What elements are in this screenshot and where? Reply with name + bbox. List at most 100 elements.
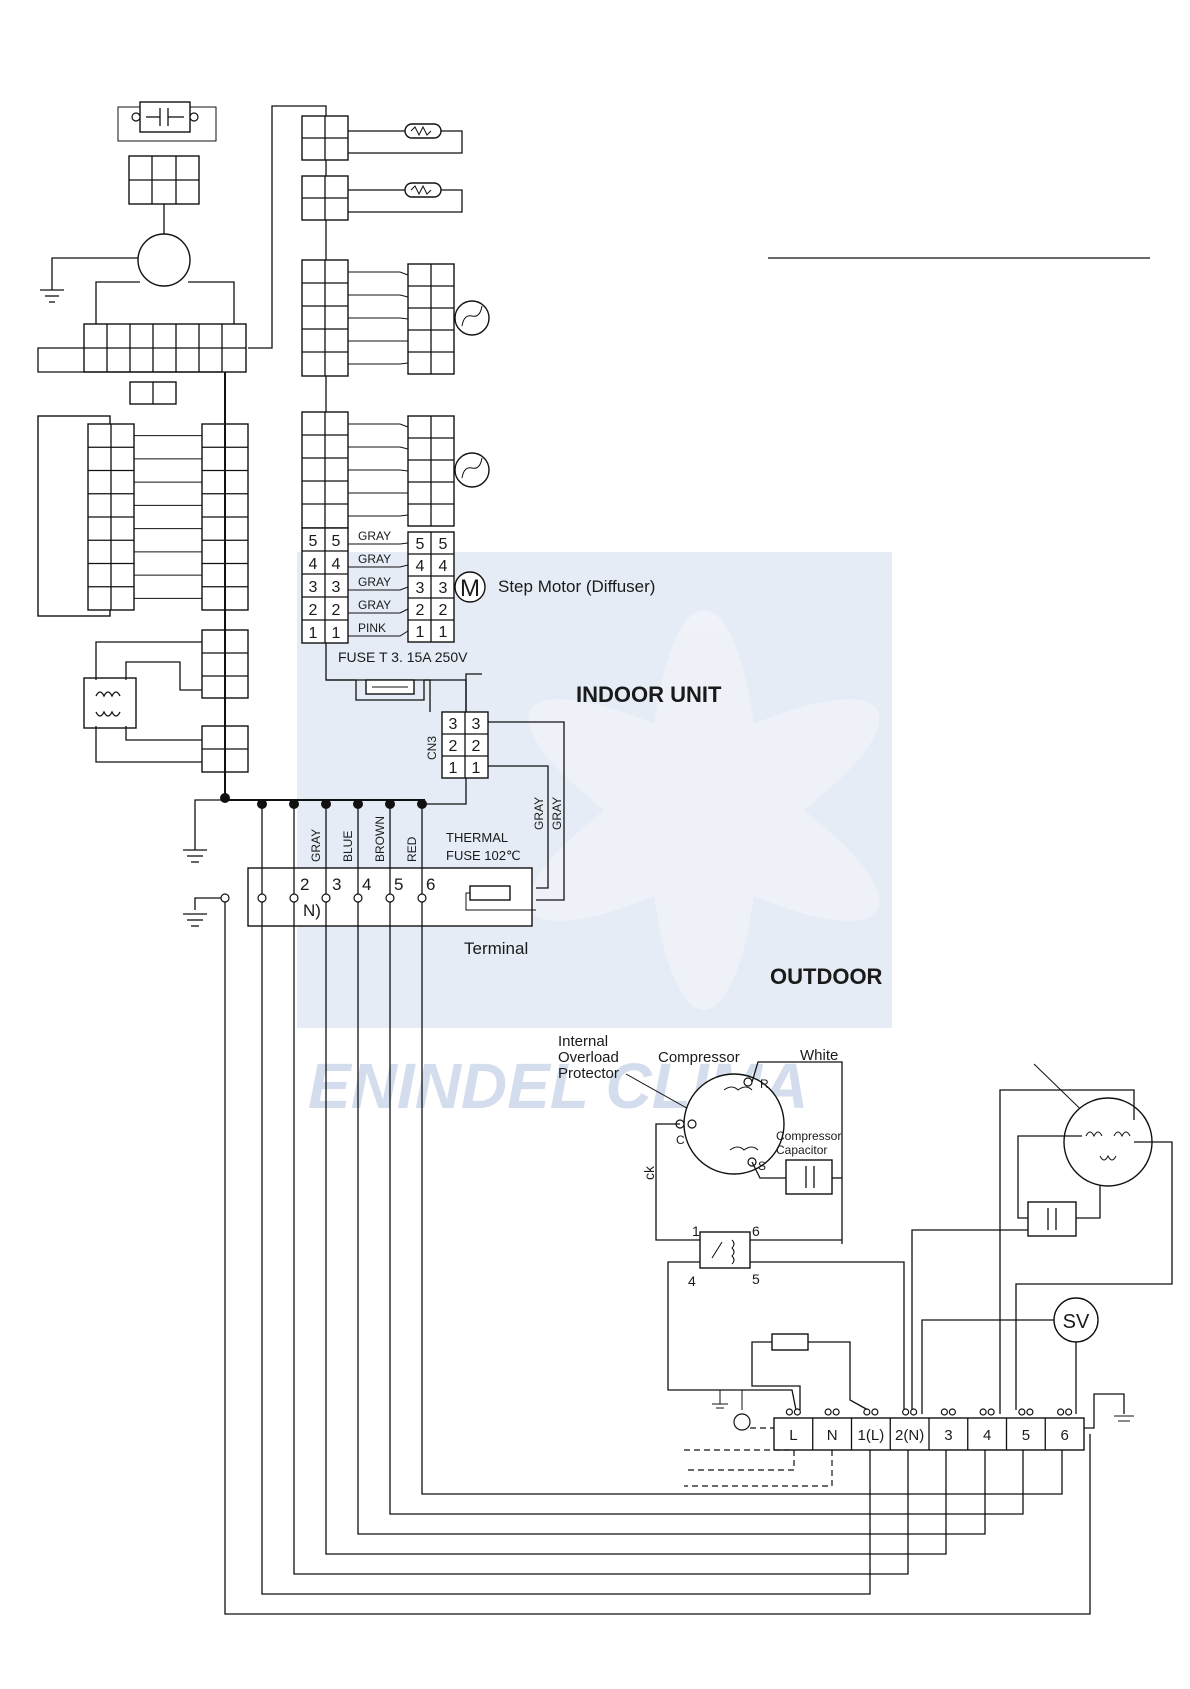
indoor-terminal-point [353,893,363,903]
cn3-label: CN3 [425,736,439,760]
relay-pin-6: 6 [752,1223,760,1239]
step-wire [348,586,409,591]
indoor-terminal-5: 5 [394,875,403,894]
outdoor-terminal-8: 6 [1060,1427,1068,1444]
transformer-icon [83,677,137,729]
wire-color-blue: BLUE [341,831,355,862]
thermal-fuse-icon [469,885,511,901]
outdoor-terminal-2: N [827,1427,838,1444]
outdoor-terminal-1: L [789,1427,797,1444]
step-pin-right-b-1: 1 [439,624,448,641]
white-wire-label: White [800,1047,838,1064]
overload-label-1: Internal [558,1033,608,1050]
solenoid-valve: SV [921,1297,1099,1414]
cn3-pin-b-2: 2 [472,738,481,755]
thermal-fuse-label-2: FUSE 102℃ [446,848,521,863]
step-wire-color: GRAY [358,575,391,589]
cn3-pin-a-1: 1 [449,760,458,777]
compressor-s: S [758,1159,766,1173]
step-pin-mid-3: 3 [332,579,341,596]
main-bus [183,105,482,863]
cn3-pin-a-2: 2 [449,738,458,755]
compressor-label: Compressor [658,1049,740,1066]
fuse-label: FUSE T 3. 15A 250V [338,649,468,665]
step-pin-left-5: 5 [309,533,318,550]
swing-motor-1-icon [454,300,490,336]
outdoor-terminal-6: 4 [983,1427,991,1444]
compressor: Internal Overload Protector Compressor W… [558,1033,843,1244]
step-pin-right-a-4: 4 [416,558,425,575]
step-pin-right-a-2: 2 [416,602,425,619]
step-pin-mid-4: 4 [332,556,341,573]
indoor-terminal-n: N) [303,901,321,920]
step-wire-color: GRAY [358,529,391,543]
outdoor-terminal-block: L N 1(L) 2(N) 3 4 5 6 [684,1389,1134,1487]
cn3-wire-color-1: GRAY [532,797,546,830]
step-wire [348,630,409,637]
outdoor-fuse-icon [771,1333,809,1351]
step-pin-right-b-2: 2 [439,602,448,619]
indoor-terminal-point [321,893,331,903]
outdoor-ground-icon [733,1413,751,1431]
step-wire-color: GRAY [358,598,391,612]
indoor-terminal-point [257,893,267,903]
compressor-capacitor [785,1159,833,1195]
swing-motor-2-icon [454,452,490,488]
indoor-terminal-block: 2 3 4 5 6 N) GRAY BLUE BROWN RED THERMAL… [183,804,536,958]
outdoor-terminal-3: 1(L) [858,1427,885,1444]
step-pin-left-1: 1 [309,625,318,642]
step-wire [348,608,409,614]
step-pin-mid-5: 5 [332,533,341,550]
step-pin-left-3: 3 [309,579,318,596]
wire-color-brown: BROWN [373,816,387,862]
ck-label: ck [641,1165,657,1180]
outdoor-fuse [751,1333,869,1411]
step-pin-left-2: 2 [309,602,318,619]
relay-pin-4: 4 [688,1273,696,1289]
step-motor-icon [454,571,486,603]
indoor-terminal-2: 2 [300,875,309,894]
overload-label-2: Overload [558,1049,619,1066]
step-motor-label: Step Motor (Diffuser) [498,577,655,596]
thermal-fuse-label-1: THERMAL [446,830,508,845]
display-board [37,415,249,773]
interconnect-wiring [224,902,1091,1615]
step-wire-color: PINK [358,621,386,635]
outdoor-terminal-5: 3 [944,1427,952,1444]
step-pin-mid-1: 1 [332,625,341,642]
fan-motor-assembly [37,101,247,405]
indoor-terminal-point [385,893,395,903]
step-pin-right-a-3: 3 [416,580,425,597]
relay-icon [699,1231,751,1269]
compressor-c: C [676,1133,685,1147]
cn3-pin-a-3: 3 [449,716,458,733]
outdoor-terminal-4: 2(N) [895,1427,924,1444]
indoor-terminal-3: 3 [332,875,341,894]
step-wire [348,542,409,545]
sensor-connectors [301,115,490,529]
relay-pin-5: 5 [752,1271,760,1287]
compressor-capacitor-label-1: Compressor [776,1129,841,1143]
outdoor-terminal-7: 5 [1022,1427,1030,1444]
fuse: FUSE T 3. 15A 250V [326,649,468,712]
fan-capacitor-outdoor [1027,1201,1077,1237]
sv-label: SV [1063,1311,1090,1333]
watermark: ENINDEL CLIMA [297,552,892,1122]
step-pin-right-b-3: 3 [439,580,448,597]
outdoor-fan-motor [911,1063,1173,1414]
step-wire [348,564,409,568]
outdoor-label: OUTDOOR [770,964,883,989]
relay: 1 6 4 5 [667,1223,905,1414]
wire-color-gray: GRAY [309,829,323,862]
watermark-panel [297,552,892,1028]
step-pin-right-b-4: 4 [439,558,448,575]
indoor-terminal-4: 4 [362,875,371,894]
watermark-snowflake-icon [528,610,880,1010]
cn3-pin-b-1: 1 [472,760,481,777]
fan-motor-icon [137,233,191,287]
cn3-wire-color-2: GRAY [550,797,564,830]
